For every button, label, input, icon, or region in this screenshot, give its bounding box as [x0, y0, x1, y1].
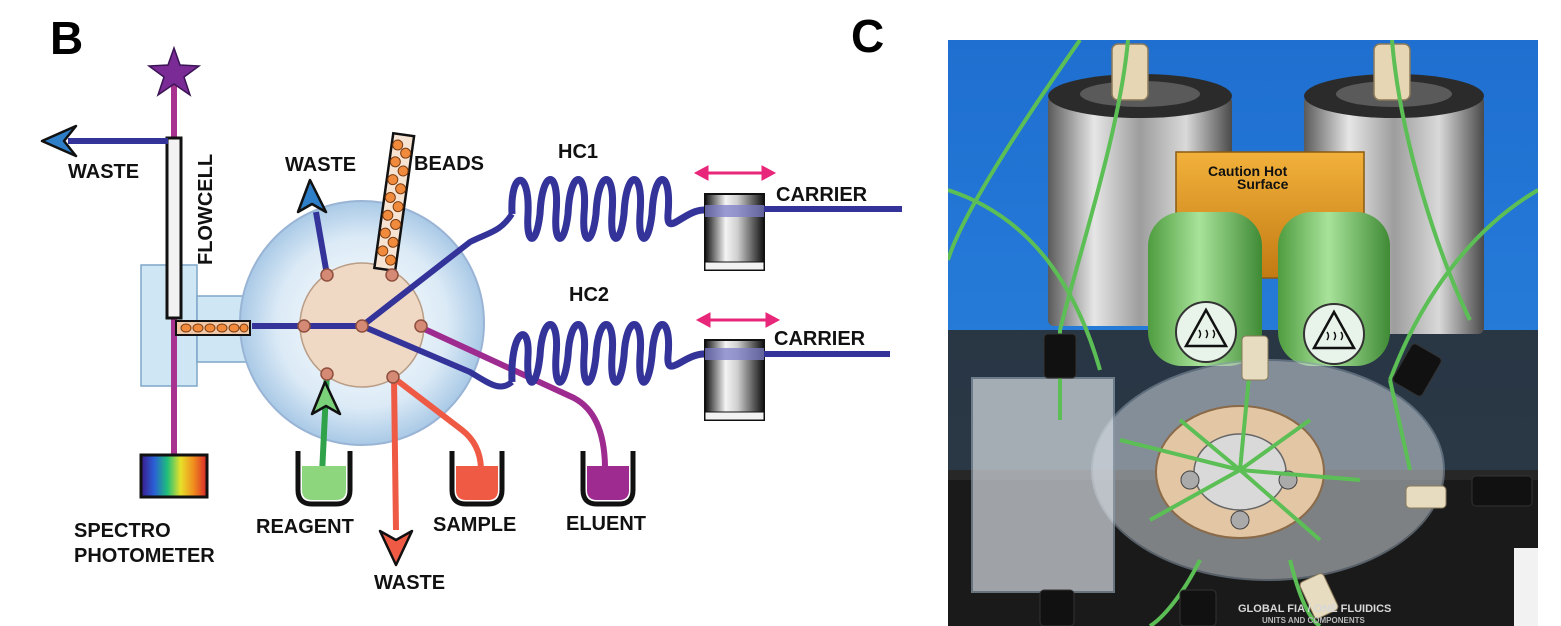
- photo-green-tubing: [948, 40, 1538, 626]
- photo-fitting-left: [1111, 43, 1149, 101]
- reagent-arrow-up-icon: [310, 380, 342, 416]
- waste-arrow-down-icon: [378, 529, 414, 567]
- valve-ports: [297, 268, 428, 384]
- sample-container: [449, 451, 505, 507]
- label-sample: SAMPLE: [433, 514, 516, 536]
- photo-coil-left-warning-icon: [1175, 301, 1237, 363]
- bead-channel-beads: [180, 323, 249, 333]
- eluent-container: [580, 451, 636, 507]
- pump-2-base: [704, 411, 765, 421]
- sample-liquid: [456, 466, 498, 500]
- hc1-coil: [508, 176, 705, 242]
- label-spectro-line1: SPECTRO: [74, 520, 171, 542]
- photo-device: Caution Hot Surface: [948, 40, 1538, 626]
- photo-beige-fittings: [1241, 335, 1447, 619]
- reagent-container: [295, 451, 353, 507]
- waste-line-valve: [313, 211, 330, 276]
- sample-line: [392, 375, 484, 469]
- hc2-coil: [508, 321, 705, 386]
- photo-caution-line1: Caution Hot: [1208, 163, 1288, 179]
- waste-line-bottom: [391, 377, 399, 531]
- waste-arrow-left-icon: [40, 124, 78, 158]
- pump-1-port: [705, 205, 764, 217]
- label-hc2: HC2: [569, 284, 609, 306]
- photo-black-fittings: [1039, 333, 1533, 626]
- label-eluent: ELUENT: [566, 513, 646, 535]
- light-source-star-icon: [146, 45, 202, 97]
- reagent-liquid: [302, 466, 346, 500]
- waste-arrow-up-icon: [296, 178, 328, 214]
- pump-1-base: [704, 261, 765, 271]
- panel-label-c: C: [851, 10, 884, 62]
- eluent-liquid: [587, 466, 629, 500]
- spectrophotometer: [139, 453, 209, 499]
- beads-column-beads: [377, 139, 412, 266]
- photo-coil-right-warning-icon: [1303, 303, 1365, 365]
- label-beads: BEADS: [414, 153, 484, 175]
- pump-2-port: [705, 348, 764, 360]
- photo-white-part: [1514, 548, 1538, 626]
- photo-brand-line2: UNITS AND COMPONENTS: [1262, 616, 1365, 625]
- label-waste-valve: WASTE: [285, 154, 356, 176]
- line-center-to-hc2: [360, 323, 514, 390]
- flowcell-tube: [165, 136, 183, 320]
- photo-brand-line1: GLOBAL FIA / ONE FLUIDICS: [1238, 603, 1391, 615]
- photo-caution-line2: Surface: [1237, 176, 1289, 192]
- label-carrier-1: CARRIER: [776, 184, 868, 206]
- label-waste-top-left: WASTE: [68, 161, 139, 183]
- eluent-line: [418, 324, 608, 467]
- label-hc1: HC1: [558, 141, 598, 163]
- photo-flowcell-block: [971, 377, 1115, 593]
- pump-1-stroke-arrow-icon: [693, 165, 777, 181]
- label-waste-bottom: WASTE: [374, 572, 445, 594]
- line-center-to-hc1: [360, 212, 515, 329]
- panel-label-b: B: [50, 12, 83, 64]
- label-reagent: REAGENT: [256, 516, 354, 538]
- label-carrier-2: CARRIER: [774, 328, 866, 350]
- label-spectro-line2: PHOTOMETER: [74, 545, 215, 567]
- pump-2-stroke-arrow-icon: [695, 312, 781, 328]
- label-flowcell: FLOWCELL: [195, 154, 217, 265]
